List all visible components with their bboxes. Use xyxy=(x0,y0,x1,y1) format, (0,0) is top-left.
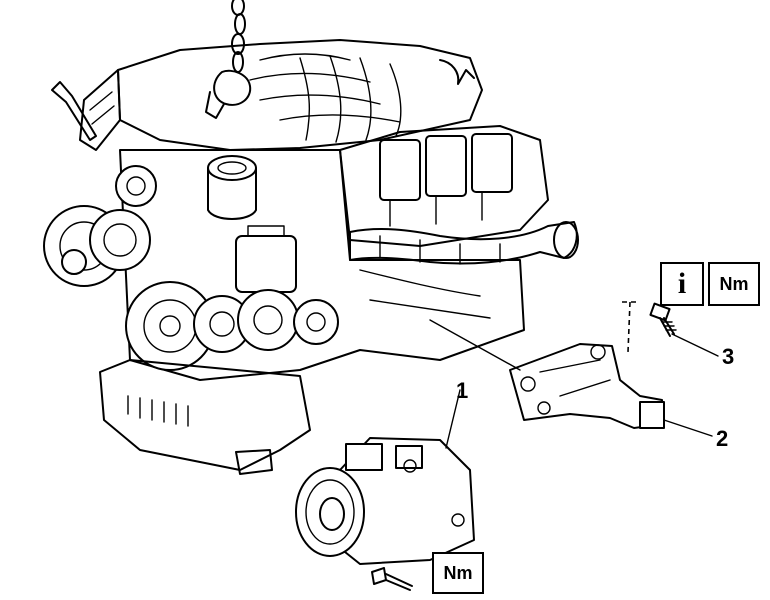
bolt xyxy=(649,302,677,337)
leader-line-1 xyxy=(445,389,461,449)
engine-block xyxy=(43,39,579,475)
compressor-bolt xyxy=(371,567,413,591)
assembly-line xyxy=(627,301,631,353)
leader-line-2 xyxy=(663,419,713,437)
callout-3: 3 xyxy=(722,344,735,369)
torque-symbol-box-top: Nm xyxy=(708,262,760,306)
ac-compressor xyxy=(295,437,475,565)
callout-2: 2 xyxy=(716,426,729,451)
bracket-engine-line xyxy=(429,319,521,371)
mounting-bracket xyxy=(509,343,665,429)
callout-1: 1 xyxy=(456,378,469,403)
torque-symbol-box-bottom: Nm xyxy=(432,552,484,594)
leader-line-3 xyxy=(671,333,719,357)
info-symbol-box: i xyxy=(660,262,704,306)
lifting-chain xyxy=(205,0,252,119)
